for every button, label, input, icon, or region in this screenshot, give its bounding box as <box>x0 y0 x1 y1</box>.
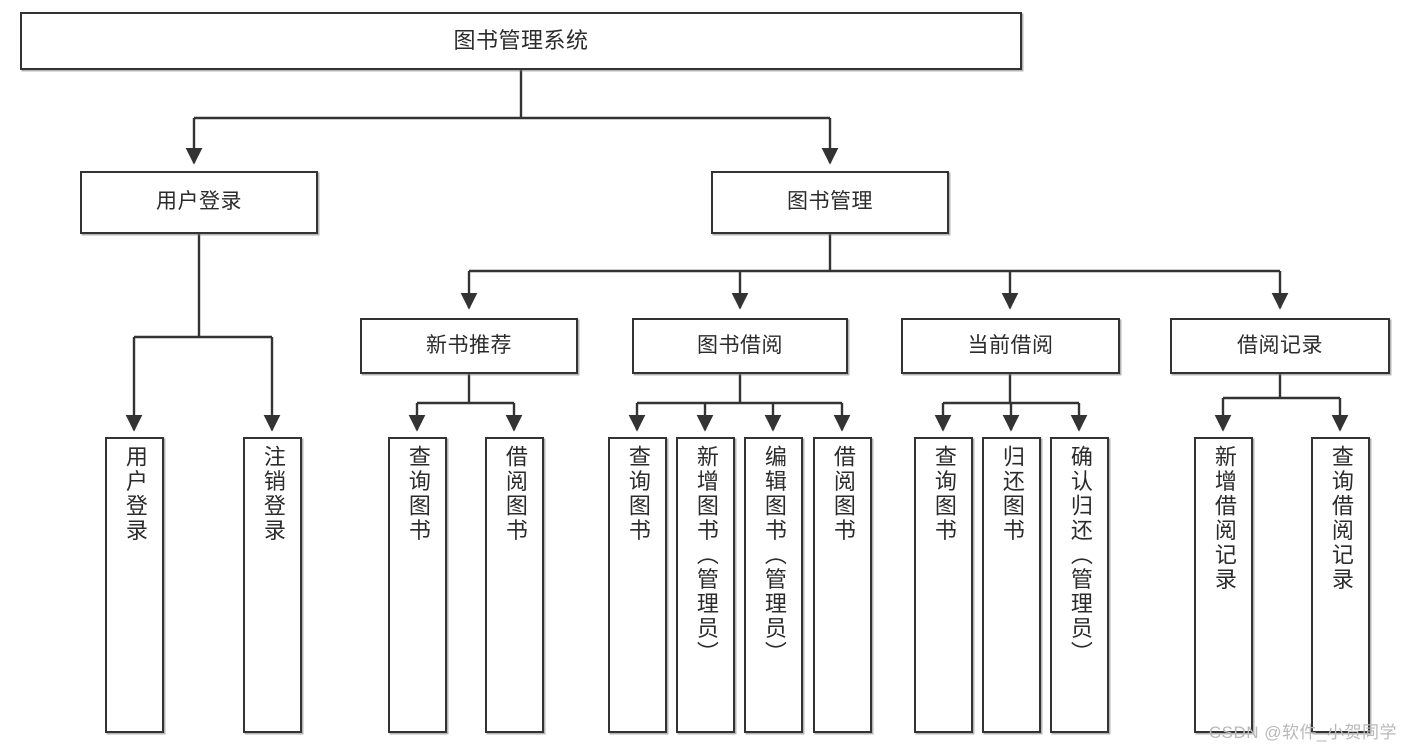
leaf-user-login-signin[interactable]: 用户登录 <box>105 437 164 733</box>
node-label: 用户登录 <box>156 190 242 214</box>
node-label: 用户登录 <box>122 445 148 543</box>
leaf-new-book-query[interactable]: 查询图书 <box>388 437 447 733</box>
node-book-management[interactable]: 图书管理 <box>711 171 949 234</box>
node-label: 查询借阅记录 <box>1328 445 1354 592</box>
leaf-borrow-record-query[interactable]: 查询借阅记录 <box>1311 437 1370 733</box>
node-label: 查询图书 <box>625 445 651 543</box>
node-label: 查询图书 <box>405 445 431 543</box>
node-book-borrow[interactable]: 图书借阅 <box>632 318 848 374</box>
node-current-borrow[interactable]: 当前借阅 <box>901 318 1120 374</box>
node-label: 图书借阅 <box>697 333 783 357</box>
node-user-login[interactable]: 用户登录 <box>80 171 318 234</box>
node-label: 新书推荐 <box>426 333 512 357</box>
node-label: 归还图书 <box>999 445 1025 543</box>
node-label: 图书管理系统 <box>453 28 589 54</box>
node-label: 借阅记录 <box>1237 333 1323 357</box>
leaf-book-borrow-borrow[interactable]: 借阅图书 <box>813 437 872 733</box>
leaf-current-borrow-query[interactable]: 查询图书 <box>914 437 973 733</box>
node-label: 图书管理 <box>787 190 873 214</box>
node-label: 新增借阅记录 <box>1211 445 1237 592</box>
node-new-book-recommend[interactable]: 新书推荐 <box>360 318 578 374</box>
leaf-borrow-record-add[interactable]: 新增借阅记录 <box>1194 437 1253 733</box>
node-label: 注销登录 <box>260 445 286 543</box>
leaf-book-borrow-query[interactable]: 查询图书 <box>608 437 667 733</box>
leaf-user-login-signout[interactable]: 注销登录 <box>243 437 302 733</box>
node-label: 编辑图书（管理员） <box>761 445 787 666</box>
node-label: 借阅图书 <box>830 445 856 543</box>
node-label: 当前借阅 <box>967 333 1054 357</box>
node-borrow-record[interactable]: 借阅记录 <box>1170 318 1390 374</box>
leaf-new-book-borrow[interactable]: 借阅图书 <box>485 437 544 733</box>
leaf-current-borrow-confirm-return[interactable]: 确认归还（管理员） <box>1050 437 1109 733</box>
leaf-book-borrow-add[interactable]: 新增图书（管理员） <box>676 437 735 733</box>
node-root-library-system[interactable]: 图书管理系统 <box>20 12 1022 70</box>
node-label: 借阅图书 <box>502 445 528 543</box>
leaf-book-borrow-edit[interactable]: 编辑图书（管理员） <box>744 437 803 733</box>
leaf-current-borrow-return[interactable]: 归还图书 <box>982 437 1041 733</box>
node-label: 新增图书（管理员） <box>693 445 719 666</box>
node-label: 确认归还（管理员） <box>1067 445 1093 666</box>
node-label: 查询图书 <box>931 445 957 543</box>
